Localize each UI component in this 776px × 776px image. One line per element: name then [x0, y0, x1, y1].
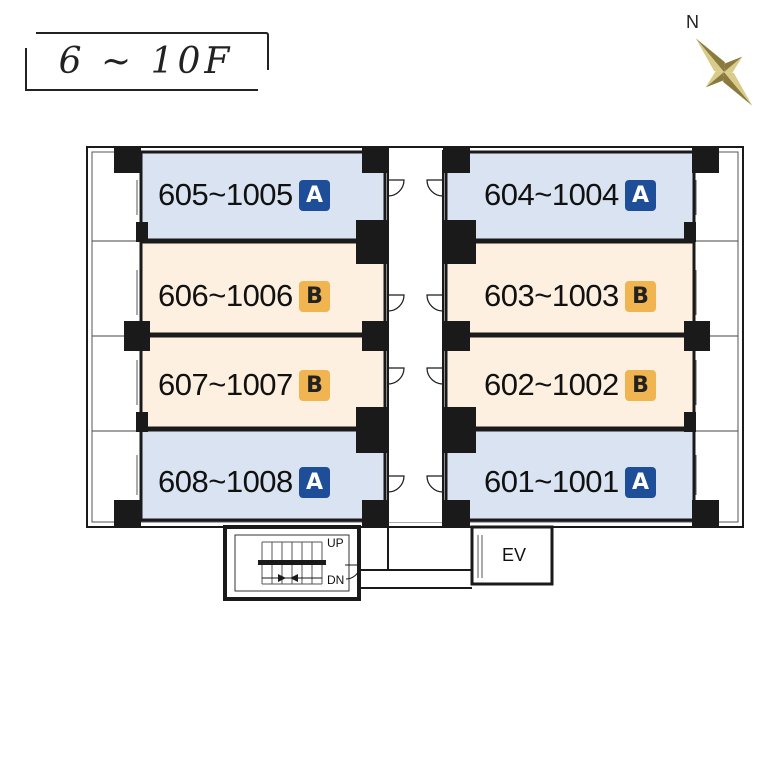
elevator-label: EV — [502, 545, 527, 565]
floor-label-box: 6 ~ 10F — [22, 30, 270, 92]
floor-title: 6 ~ 10F — [58, 40, 234, 82]
unit-604-label: 604~1004 A — [484, 177, 656, 213]
unit-number: 602~1002 — [484, 367, 619, 402]
unit-type-badge: A — [624, 466, 656, 498]
unit-type-badge: B — [624, 280, 656, 312]
unit-605-fill — [139, 150, 387, 242]
unit-601-label: 601~1001 A — [484, 464, 656, 500]
unit-number: 603~1003 — [484, 278, 619, 313]
unit-type-badge: B — [298, 369, 330, 401]
stair-enclosure — [223, 525, 361, 601]
stair-down-label: DN — [327, 573, 345, 587]
unit-603-label: 603~1003 B — [484, 278, 656, 314]
compass-north-label: N — [686, 12, 699, 32]
unit-type-badge: A — [298, 179, 330, 211]
unit-number: 604~1004 — [484, 177, 619, 212]
unit-number: 607~1007 — [158, 367, 293, 402]
compass-rose-icon — [695, 38, 753, 106]
unit-number: 606~1006 — [158, 278, 293, 313]
unit-type-badge: A — [298, 466, 330, 498]
building-outline — [86, 146, 744, 528]
structural-columns — [114, 147, 719, 527]
unit-number: 608~1008 — [158, 464, 293, 499]
unit-605-label: 605~1005 A — [158, 177, 330, 213]
unit-607-fill — [139, 334, 387, 430]
unit-607-label: 607~1007 B — [158, 367, 330, 403]
unit-606-label: 606~1006 B — [158, 278, 330, 314]
unit-608-fill — [139, 428, 387, 522]
elevator-shaft — [470, 525, 554, 586]
unit-number: 605~1005 — [158, 177, 293, 212]
unit-number: 601~1001 — [484, 464, 619, 499]
floor-label-frame — [25, 32, 269, 91]
unit-608-label: 608~1008 A — [158, 464, 330, 500]
unit-606-fill — [139, 240, 387, 336]
stair-up-label: UP — [327, 536, 344, 550]
windows — [136, 180, 697, 495]
unit-type-badge: B — [298, 280, 330, 312]
unit-type-badge: A — [624, 179, 656, 211]
doors — [387, 179, 444, 493]
unit-602-label: 602~1002 B — [484, 367, 656, 403]
corridor — [388, 150, 443, 522]
unit-type-badge: B — [624, 369, 656, 401]
